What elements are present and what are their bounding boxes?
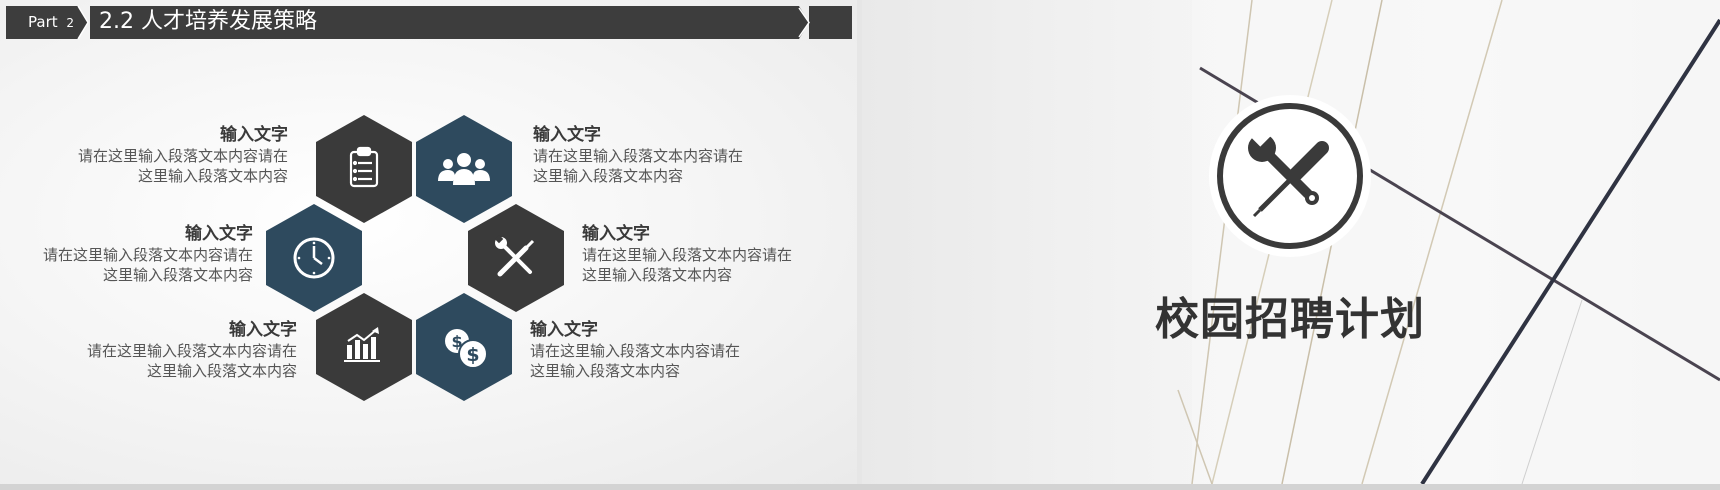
item-desc-line2: 这里输入段落文本内容 (137, 167, 288, 185)
bottom-bar (0, 484, 1720, 490)
item-desc-line1: 请在这里输入段落文本内容请在 (530, 342, 741, 360)
bar-chart-icon (344, 327, 380, 362)
campus-recruitment-title: 校园招聘计划 (1155, 294, 1425, 345)
item-desc-line2: 这里输入段落文本内容 (533, 167, 684, 185)
item-desc-line1: 请在这里输入段落文本内容请在 (582, 246, 793, 264)
item-desc-line2: 这里输入段落文本内容 (582, 266, 733, 284)
item-desc-line1: 请在这里输入段落文本内容请在 (77, 147, 288, 165)
item-top-left: 输入文字 请在这里输入段落文本内容请在 这里输入段落文本内容 (78, 124, 288, 186)
item-title: 输入文字 (582, 224, 650, 244)
tools-icon (494, 234, 535, 277)
item-title: 输入文字 (185, 224, 253, 244)
item-desc-line1: 请在这里输入段落文本内容请在 (42, 246, 253, 264)
hexagon-clipboard (316, 115, 412, 223)
header-bar (6, 6, 852, 39)
header-title: 2.2 人才培养发展策略 (99, 9, 317, 34)
svg-text:$: $ (451, 332, 462, 351)
item-middle-right: 输入文字 请在这里输入段落文本内容请在 这里输入段落文本内容 (582, 223, 792, 285)
item-desc-line1: 请在这里输入段落文本内容请在 (86, 342, 297, 360)
left-slide: Part 2 2.2 人才培养发展策略 (0, 0, 857, 484)
part-label: Part 2 (28, 13, 75, 31)
item-desc-line2: 这里输入段落文本内容 (146, 362, 297, 380)
team-icon (438, 153, 490, 185)
item-bottom-left: 输入文字 请在这里输入段落文本内容请在 这里输入段落文本内容 (87, 319, 297, 381)
item-title: 输入文字 (220, 125, 288, 145)
item-desc-line2: 这里输入段落文本内容 (530, 362, 681, 380)
badge (1209, 95, 1371, 257)
item-middle-left: 输入文字 请在这里输入段落文本内容请在 这里输入段落文本内容 (43, 223, 253, 285)
part-number: 2 (66, 16, 75, 30)
dollar-coins-icon: $ $ (445, 329, 488, 369)
item-desc-line2: 这里输入段落文本内容 (102, 266, 253, 284)
hexagon-cluster: $ $ (265, 115, 567, 405)
clipboard-icon (349, 146, 379, 188)
right-slide (862, 0, 1720, 484)
item-bottom-right: 输入文字 请在这里输入段落文本内容请在 这里输入段落文本内容 (530, 319, 740, 381)
item-title: 输入文字 (530, 320, 598, 340)
clock-icon (293, 237, 335, 279)
item-title: 输入文字 (533, 125, 601, 145)
item-title: 输入文字 (229, 320, 297, 340)
item-desc-line1: 请在这里输入段落文本内容请在 (533, 147, 744, 165)
section-header: Part 2 2.2 人才培养发展策略 (6, 6, 852, 39)
item-top-right: 输入文字 请在这里输入段落文本内容请在 这里输入段落文本内容 (533, 124, 743, 186)
wrench-screwdriver-icon (1248, 125, 1329, 218)
svg-text:$: $ (466, 344, 479, 366)
